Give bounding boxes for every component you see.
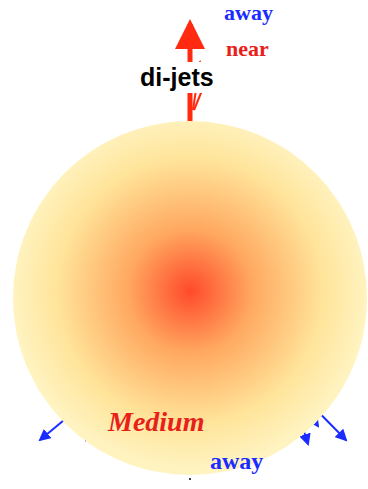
- away-label: away: [224, 0, 273, 26]
- away-label: away: [210, 448, 263, 475]
- medium-sphere: Medium: [12, 120, 368, 476]
- near-label: near: [226, 36, 269, 62]
- medium-label: Medium: [108, 406, 204, 438]
- dijets-label: di-jets: [138, 62, 216, 93]
